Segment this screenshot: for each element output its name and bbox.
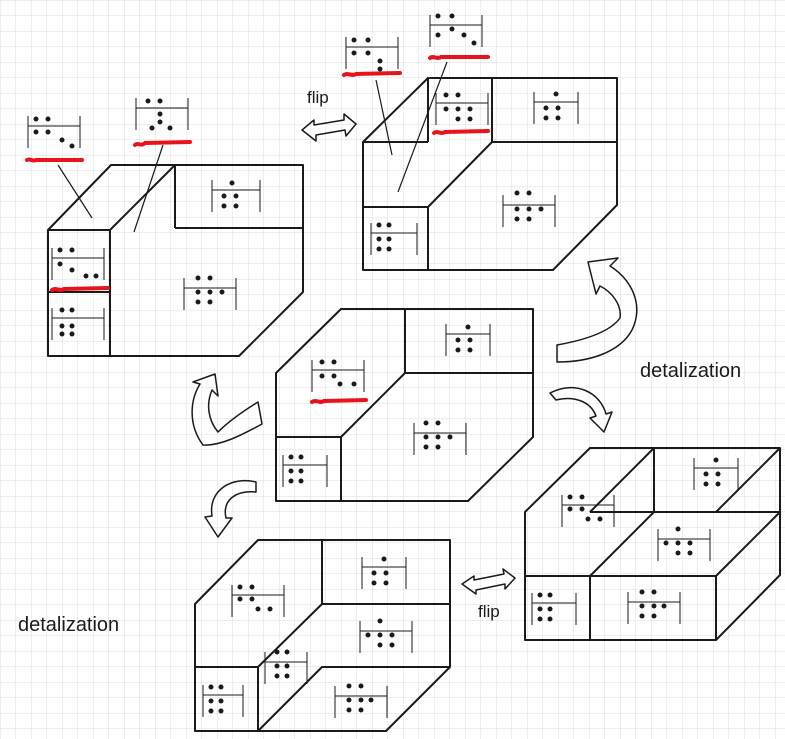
flip-label-bottom: flip xyxy=(478,602,500,621)
card-d-5 xyxy=(334,683,388,718)
card-c-1 xyxy=(311,359,365,392)
flip-label-top: flip xyxy=(307,88,329,107)
highlight-4 xyxy=(428,55,490,60)
block-bottom-left xyxy=(194,539,451,732)
block-top-left xyxy=(47,164,304,357)
highlight-3 xyxy=(342,71,402,77)
curved-arrow-2 xyxy=(556,257,638,363)
highlight-7 xyxy=(310,398,368,404)
card-float-3 xyxy=(345,37,399,72)
highlight-5 xyxy=(50,286,110,292)
card-e-4 xyxy=(531,592,577,625)
card-b-1 xyxy=(370,222,418,255)
card-c-3 xyxy=(413,420,467,455)
card-a-3 xyxy=(211,180,261,212)
block-bottom-right xyxy=(524,447,781,641)
card-a-1 xyxy=(51,247,105,280)
card-b-4 xyxy=(502,190,556,227)
card-a-4 xyxy=(183,275,237,310)
card-d-3 xyxy=(359,618,413,653)
detalization-label-left: detalization xyxy=(18,614,120,636)
red-highlights xyxy=(25,55,490,404)
curved-arrow-3 xyxy=(549,387,613,433)
card-c-2 xyxy=(445,324,491,356)
highlight-2 xyxy=(133,140,192,147)
highlight-1 xyxy=(25,157,84,163)
card-float-2 xyxy=(135,98,189,131)
highlight-6 xyxy=(432,129,490,135)
card-b-2 xyxy=(435,92,489,125)
card-c-4 xyxy=(282,454,328,487)
card-b-3 xyxy=(533,91,579,124)
card-e-5 xyxy=(627,589,681,624)
card-d-2 xyxy=(361,556,407,589)
curved-arrow-1 xyxy=(191,373,263,446)
card-float-4 xyxy=(429,13,483,47)
card-glyphs xyxy=(27,13,739,718)
curved-arrow-4 xyxy=(204,479,257,538)
flip-arrow-top xyxy=(301,113,357,142)
card-e-1 xyxy=(561,494,615,527)
card-d-4 xyxy=(264,649,308,684)
card-e-2 xyxy=(693,457,739,490)
card-float-1 xyxy=(27,116,81,149)
leader-lines xyxy=(57,61,448,233)
card-e-3 xyxy=(657,526,711,561)
card-d-1 xyxy=(231,584,285,617)
flip-arrow-bottom xyxy=(461,568,516,595)
block-top-right xyxy=(362,77,618,271)
card-d-6 xyxy=(202,684,244,717)
detalization-label-right: detalization xyxy=(640,360,742,382)
block-center xyxy=(275,308,534,502)
card-a-2 xyxy=(51,307,105,340)
